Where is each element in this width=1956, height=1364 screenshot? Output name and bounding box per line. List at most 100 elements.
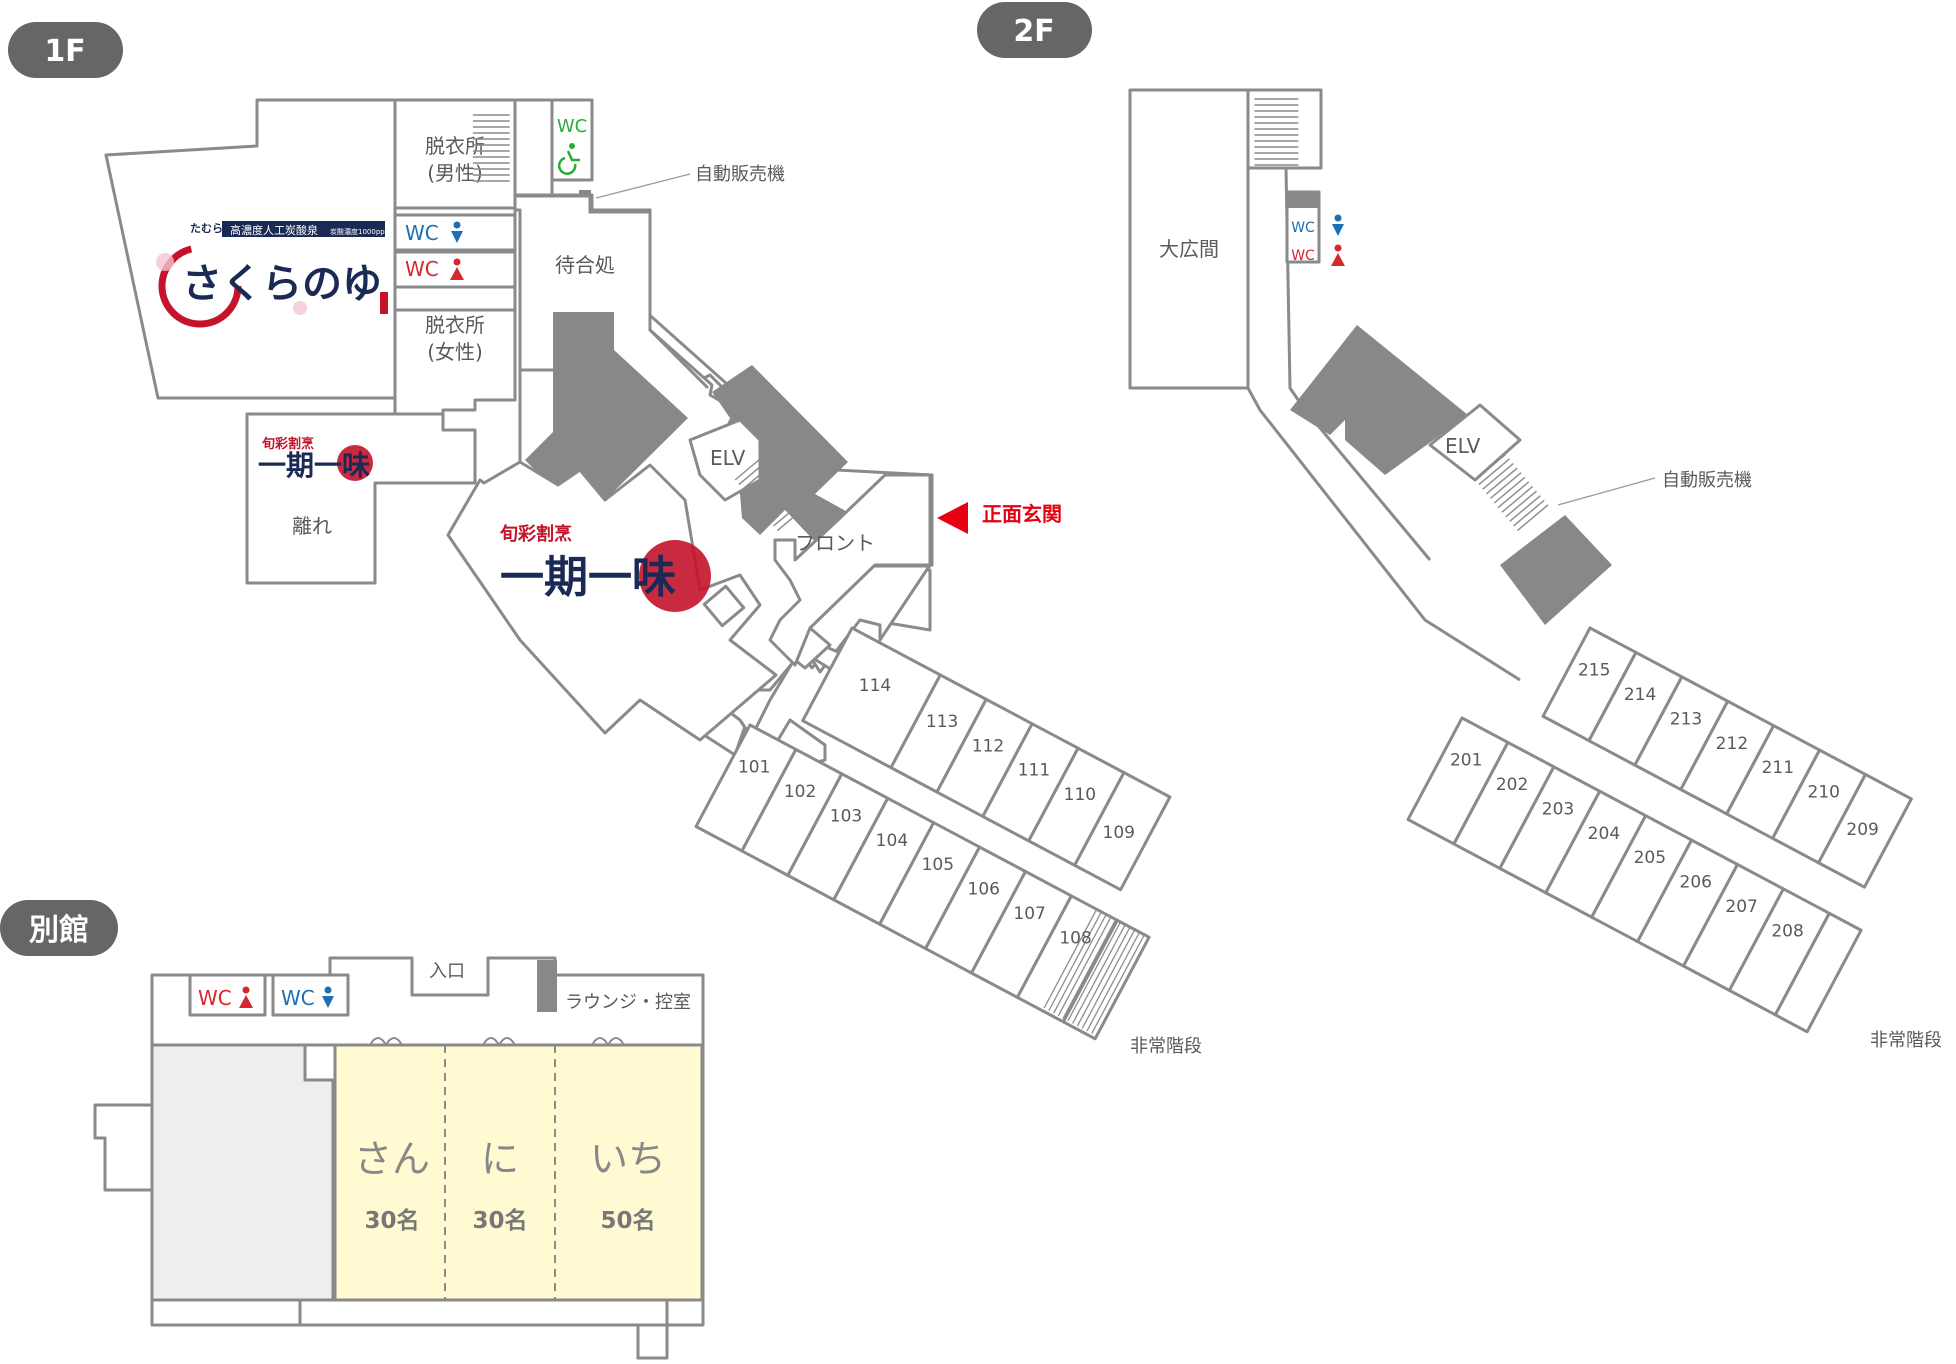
- meeting-room-ni: に 30名: [472, 1137, 527, 1234]
- changing-room-female-label: 脱衣所: [425, 313, 485, 337]
- floor-2f: 2F 大広間 WC WC ELV 自動販売機: [977, 2, 1942, 1051]
- onsen-logo: さくらのゆ: [182, 261, 382, 307]
- front-desk-area: フロント 正面玄関: [768, 473, 1062, 667]
- wc-female-label-1f: WC: [405, 257, 439, 281]
- room-209: 209: [1846, 820, 1878, 840]
- male-icon: [1332, 214, 1344, 236]
- meeting-room-ichi: いち 50名: [590, 1137, 666, 1234]
- floor-badge-2f: 2F: [977, 2, 1092, 58]
- room-213: 213: [1670, 709, 1702, 729]
- room-206: 206: [1680, 873, 1712, 893]
- room-114: 114: [859, 676, 891, 696]
- floor-badge-1f: 1F: [8, 22, 123, 78]
- room-110: 110: [1064, 785, 1096, 805]
- service-core-2f: [1290, 325, 1468, 475]
- back-office-1f: [712, 365, 853, 547]
- room-214: 214: [1624, 685, 1656, 705]
- onsen-banner-text: 高濃度人工炭酸泉: [230, 223, 318, 237]
- meeting-room-name: に: [481, 1137, 519, 1181]
- guest-wing-2f: 201 202 203 204 205 206 207 208 215 214 …: [1406, 626, 1942, 1051]
- corridor-2f: WC WC: [1246, 167, 1521, 682]
- meeting-room-san: さん 30名: [354, 1137, 430, 1234]
- annex-name-small: 旬彩割烹: [261, 436, 314, 452]
- room-112: 112: [972, 736, 1004, 756]
- annex-logo: 一期一味: [258, 449, 370, 482]
- stairs-2f-north: [1246, 88, 1323, 170]
- room-row-1f-lower: [694, 723, 1151, 1041]
- wc-female-label-2f: WC: [1291, 248, 1315, 264]
- room-111: 111: [1018, 761, 1050, 781]
- onsen-banner-sub: 炭酸濃度1000ppm: [330, 227, 392, 236]
- meeting-rooms: [333, 1043, 704, 1302]
- changing-room-male-label: 脱衣所: [425, 134, 485, 158]
- vending-machine-label-2f: 自動販売機: [1662, 470, 1752, 491]
- annex-hanare: 旬彩割烹 一期一味 離れ: [245, 412, 477, 585]
- onsen-area: たむらの郷 高濃度人工炭酸泉 炭酸濃度1000ppm さくらのゆ: [104, 98, 397, 400]
- annex-building: 別館 WC WC 入口 ラウンジ・控室 さん 30名 に 30名: [0, 900, 705, 1360]
- room-211: 211: [1762, 758, 1794, 778]
- meeting-room-capacity: 30名: [364, 1207, 419, 1234]
- vending-machine-label-1f: 自動販売機: [695, 164, 785, 185]
- onsen-banner: [222, 221, 385, 237]
- room-210: 210: [1808, 783, 1840, 803]
- room-101: 101: [738, 758, 770, 778]
- wc-accessible-label: WC: [557, 116, 587, 137]
- svg-text:別館: 別館: [29, 913, 89, 948]
- onsen-logo-swirl: [158, 244, 242, 328]
- annex-label: 離れ: [292, 514, 332, 538]
- room-215: 215: [1578, 661, 1610, 681]
- banquet-hall-label: 大広間: [1159, 237, 1219, 261]
- stairs-1f-north: WC: [472, 98, 594, 205]
- room-102: 102: [784, 782, 816, 802]
- waiting-area-label: 待合処: [555, 253, 615, 277]
- lounge-label: ラウンジ・控室: [565, 992, 691, 1013]
- back-office-2f: [1500, 515, 1612, 625]
- front-desk-label: フロント: [795, 531, 875, 555]
- wc-male-label-1f: WC: [405, 221, 439, 245]
- guest-wing-1f: 101 102 103 104 105 106 107 108 114 113 …: [693, 626, 1202, 1057]
- banquet-hall: 大広間: [1128, 88, 1250, 390]
- restaurant-name-small: 旬彩割烹: [499, 523, 572, 545]
- changing-room-female-sub: (女性): [427, 340, 483, 364]
- entrance-arrow-icon: [937, 502, 968, 534]
- main-entrance-label: 正面玄関: [982, 502, 1062, 526]
- emergency-stairs-label-2f: 非常階段: [1870, 1030, 1942, 1051]
- restaurant-logo-circle: [639, 540, 711, 612]
- female-icon: [1331, 244, 1345, 266]
- room-204: 204: [1588, 824, 1620, 844]
- onsen-seal: [380, 292, 388, 314]
- wc-male-label-2f: WC: [1291, 220, 1315, 236]
- svg-text:2F: 2F: [1013, 14, 1054, 49]
- room-109: 109: [1103, 823, 1135, 843]
- room-207: 207: [1725, 897, 1757, 917]
- room-201: 201: [1450, 751, 1482, 771]
- room-202: 202: [1496, 775, 1528, 795]
- door-icons: [369, 1037, 625, 1046]
- annex-entrance-label: 入口: [429, 961, 465, 982]
- service-core-1f: [525, 312, 688, 520]
- wc-female-label-annex: WC: [198, 986, 232, 1010]
- elevator-label-1f: ELV: [710, 446, 746, 470]
- room-208: 208: [1771, 921, 1803, 941]
- room-104: 104: [876, 831, 908, 851]
- room-105: 105: [922, 855, 954, 875]
- room-203: 203: [1542, 799, 1574, 819]
- elevator-label-2f: ELV: [1445, 434, 1481, 458]
- annex-storage: [150, 1043, 335, 1302]
- room-103: 103: [830, 806, 862, 826]
- room-107: 107: [1013, 904, 1045, 924]
- meeting-room-name: さん: [354, 1137, 430, 1181]
- restaurant-ichigo: 旬彩割烹 一期一味: [446, 460, 778, 742]
- elevator-1f: ELV: [688, 418, 809, 532]
- restaurant-logo: 一期一味: [500, 552, 676, 603]
- room-113: 113: [926, 712, 958, 732]
- room-108: 108: [1059, 928, 1091, 948]
- svg-text:1F: 1F: [44, 34, 85, 69]
- meeting-room-name: いち: [590, 1137, 666, 1181]
- room-106: 106: [968, 880, 1000, 900]
- floor-badge-annex: 別館: [0, 900, 118, 956]
- room-212: 212: [1716, 734, 1748, 754]
- emergency-stairs-label-1f: 非常階段: [1130, 1036, 1202, 1057]
- wc-male-label-annex: WC: [281, 986, 315, 1010]
